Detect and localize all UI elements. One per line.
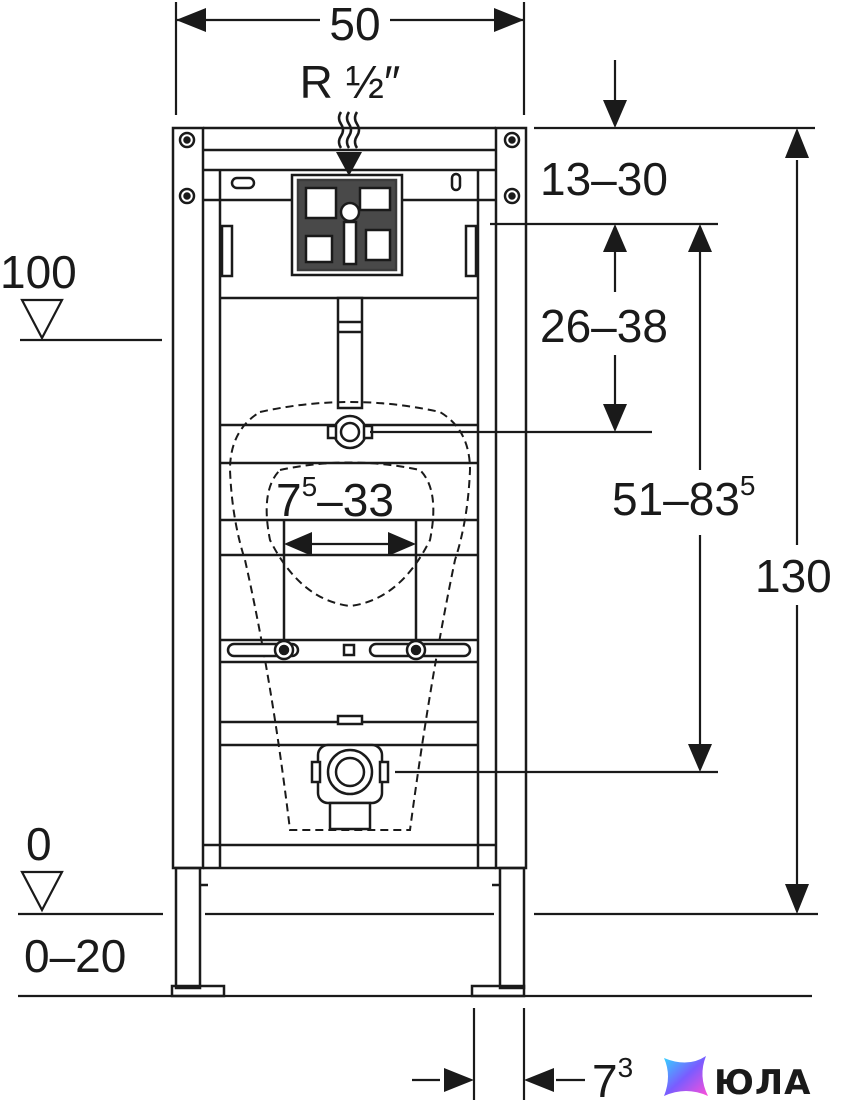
yula-logo-text: ЮЛА: [714, 1063, 811, 1100]
span-label-rest: –33: [317, 474, 394, 526]
yula-logo: ЮЛА: [664, 1056, 811, 1103]
foot-offset-label: 73: [592, 1052, 633, 1100]
upper-range-label: 26–38: [540, 300, 668, 352]
level-0-triangle: [20, 870, 64, 913]
span-label: 75–33: [276, 471, 394, 526]
height-range-base: 51–83: [612, 473, 740, 525]
total-height-label: 130: [755, 550, 832, 602]
level-100-label: 100: [0, 246, 77, 298]
level-100-triangle: [20, 298, 64, 341]
drain-fitting: [310, 714, 390, 831]
urinal-outline: [228, 401, 472, 831]
dimension-lines: [18, 2, 818, 1100]
frame-bolts: [178, 131, 521, 205]
top-offset-label: 13–30: [540, 153, 668, 205]
height-range-label: 51–835: [612, 470, 756, 525]
height-range-sup: 5: [740, 470, 756, 501]
floor-range-label: 0–20: [24, 930, 126, 982]
foot-offset-sup: 3: [618, 1052, 634, 1083]
flush-valve-unit: [290, 173, 404, 277]
level-0-label: 0: [26, 818, 52, 870]
width-label: 50: [329, 0, 380, 50]
level-markers: [20, 298, 64, 913]
dimension-arrowheads: [176, 8, 809, 1092]
water-supply-icon: [336, 111, 362, 176]
mounting-bracket: [226, 520, 472, 661]
foot-offset-base: 7: [592, 1055, 618, 1100]
flush-pipe: [326, 296, 374, 450]
yula-logo-icon: [664, 1056, 708, 1096]
span-label-base: 7: [276, 474, 302, 526]
pipe-size-label: R ½″: [300, 56, 401, 108]
span-label-sup: 5: [302, 471, 318, 502]
